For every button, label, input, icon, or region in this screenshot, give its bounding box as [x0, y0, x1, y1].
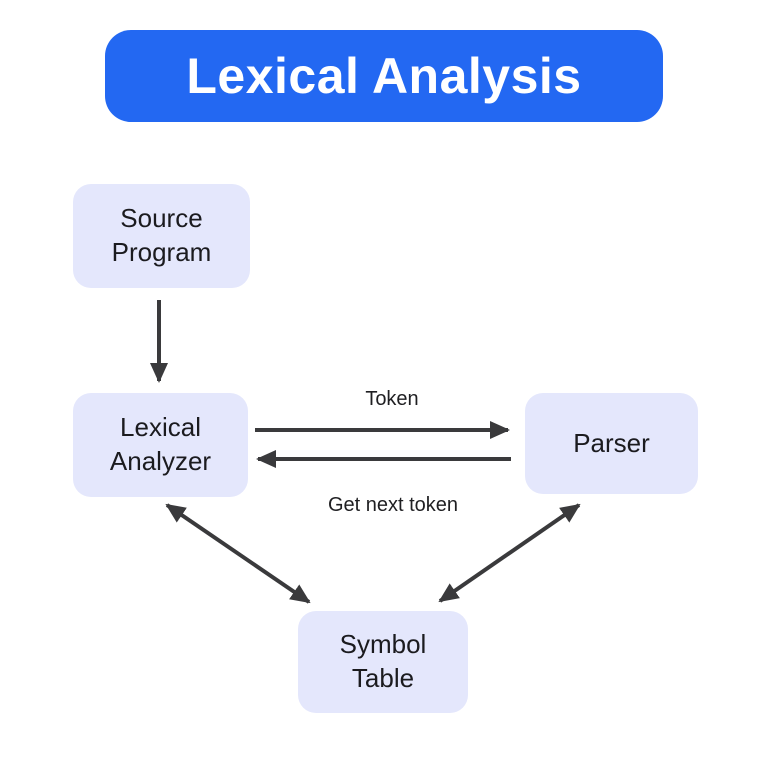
node-lexical-analyzer-label: Lexical Analyzer [109, 412, 212, 476]
node-source-program: Source Program [73, 184, 250, 288]
edge-label-get-next-token: Get next token [327, 494, 459, 516]
edge-lexical-symbol-arrow [165, 503, 311, 604]
node-source-program-label: Source Program [111, 203, 212, 267]
edge-label-token: Token [365, 388, 419, 410]
node-symbol-table: Symbol Table [298, 611, 468, 713]
node-symbol-table-label: Symbol Table [339, 629, 427, 693]
page-title: Lexical Analysis [186, 48, 582, 104]
node-parser: Parser [525, 393, 698, 494]
node-lexical-analyzer: Lexical Analyzer [73, 393, 248, 497]
node-parser-label: Parser [573, 427, 650, 458]
edge-parser-symbol-arrow [438, 503, 581, 603]
title-banner: Lexical Analysis [105, 30, 663, 122]
